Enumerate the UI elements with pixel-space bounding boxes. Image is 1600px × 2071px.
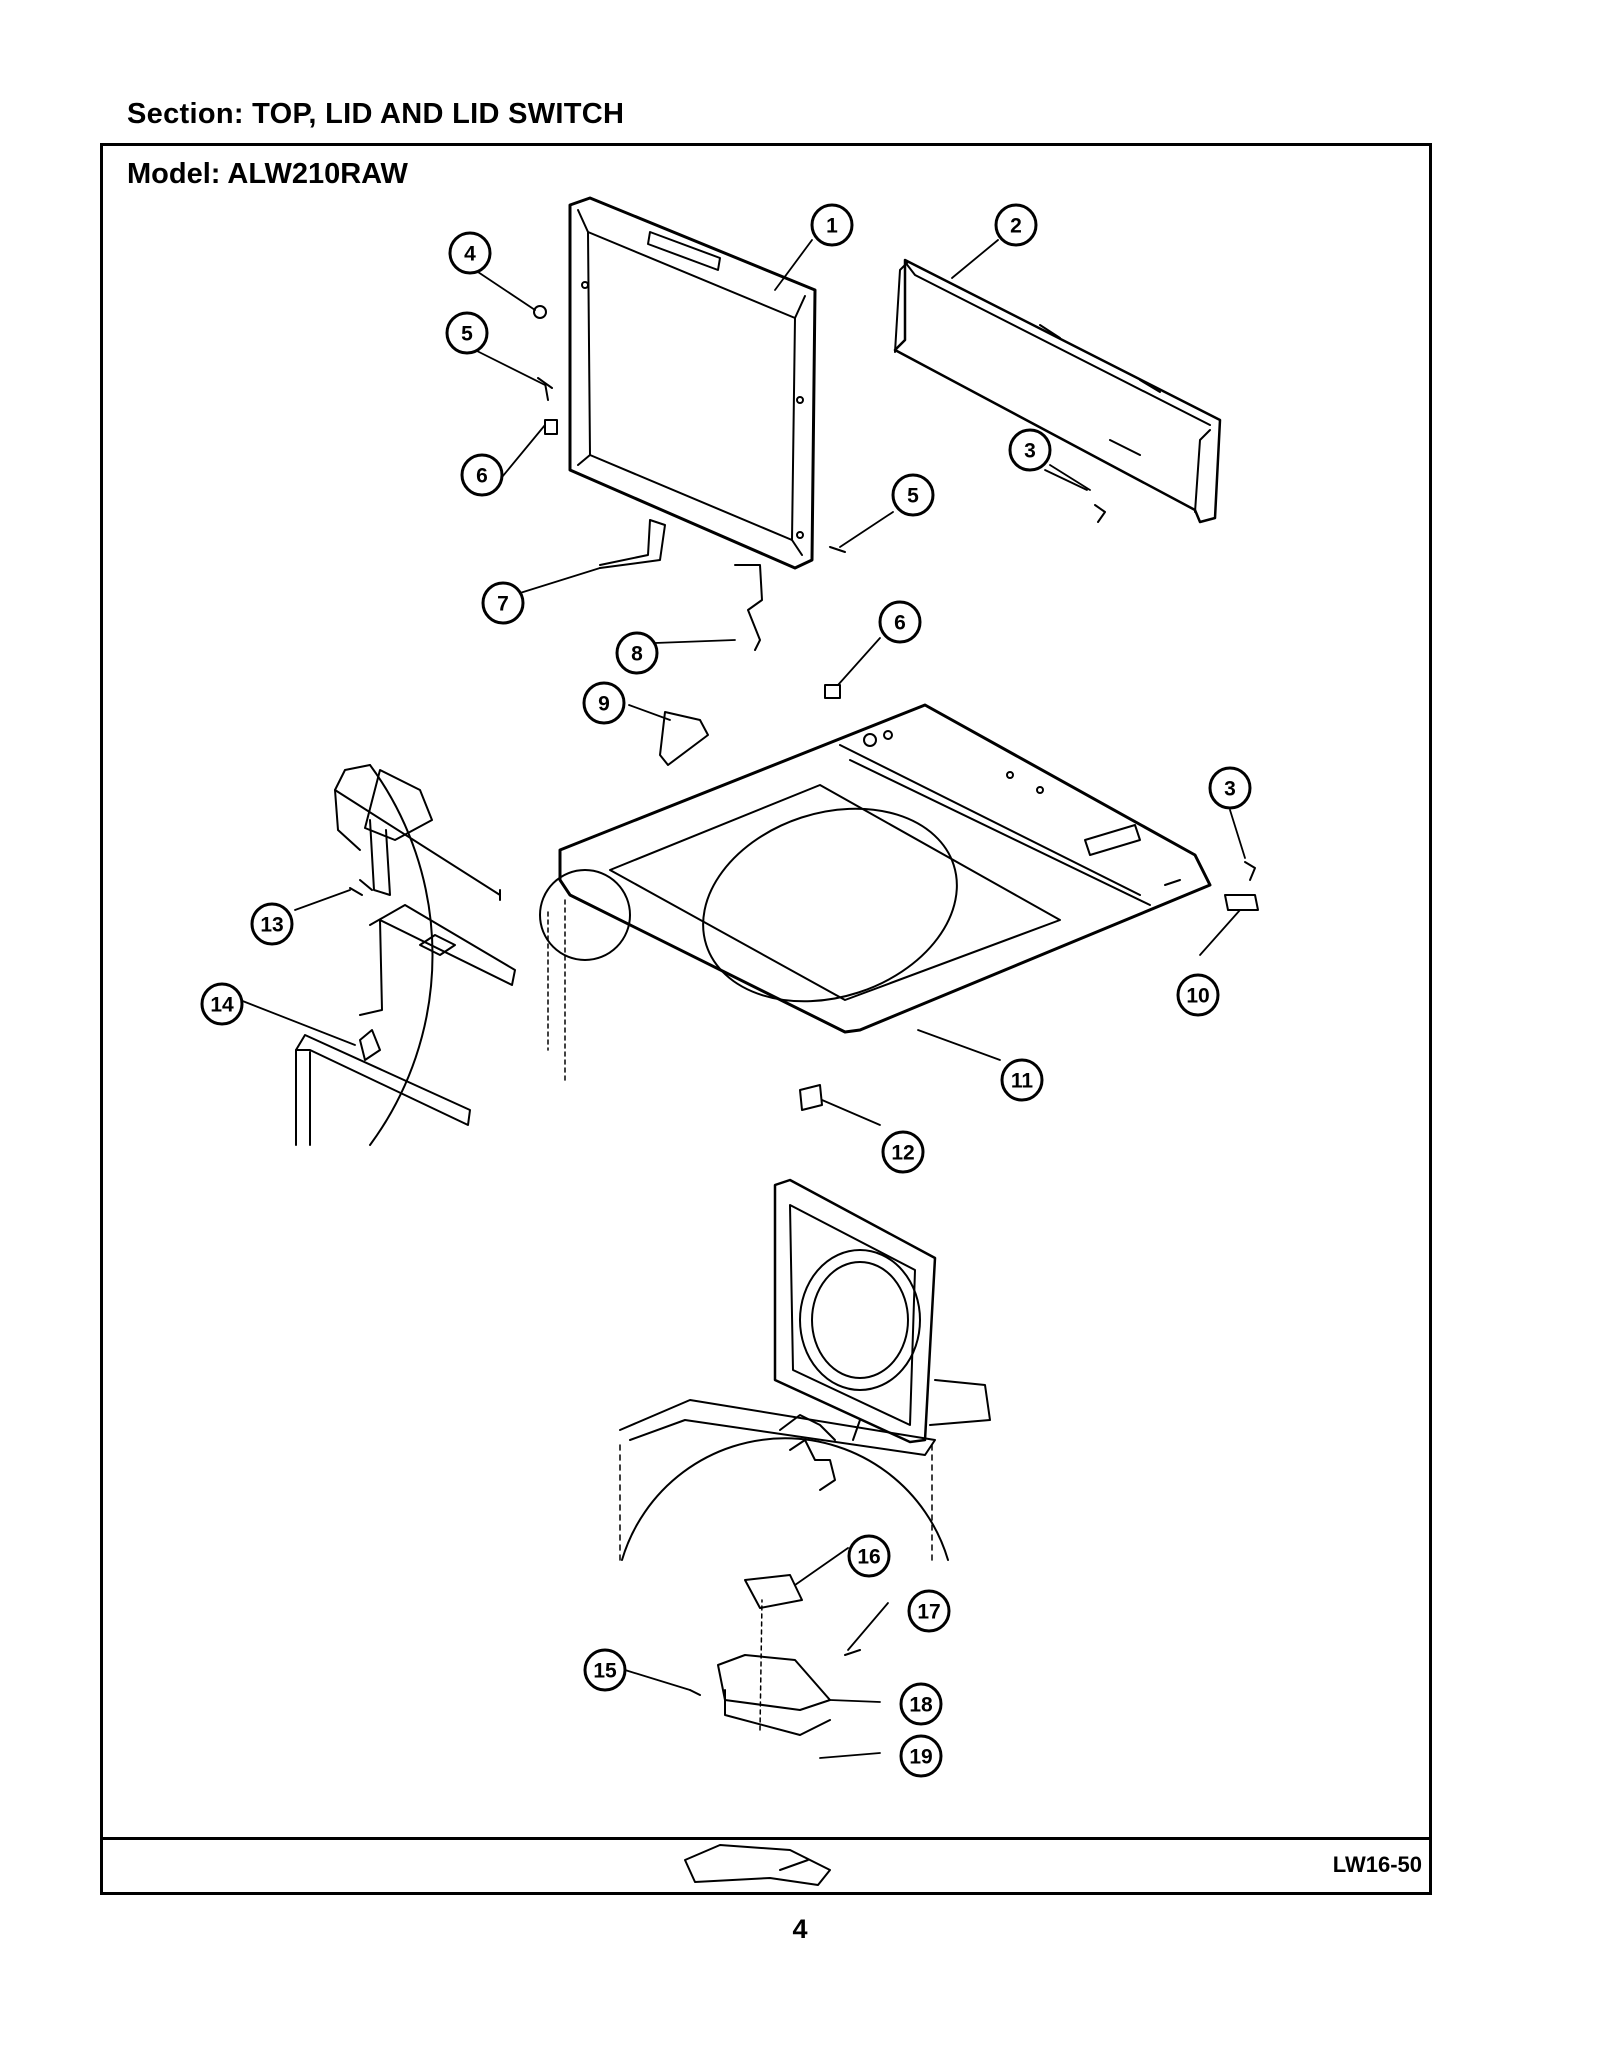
callout-3b: 3 xyxy=(1208,766,1252,810)
callout-5b: 5 xyxy=(891,473,935,517)
callout-4: 4 xyxy=(448,231,492,275)
svg-text:19: 19 xyxy=(909,1746,932,1769)
callout-1: 1 xyxy=(810,203,854,247)
lid-frame-part xyxy=(568,196,817,570)
leader-lines xyxy=(239,239,1246,1759)
callout-7: 7 xyxy=(481,581,525,625)
svg-text:7: 7 xyxy=(497,593,509,616)
diagram-frame xyxy=(100,143,1432,1895)
svg-text:3: 3 xyxy=(1024,440,1036,463)
callout-3a: 3 xyxy=(1008,428,1052,472)
svg-text:12: 12 xyxy=(891,1142,914,1165)
switch-and-bracket-parts xyxy=(684,1574,861,1886)
callout-5a: 5 xyxy=(445,311,489,355)
lid-switch-assembly xyxy=(619,1178,991,1561)
svg-text:17: 17 xyxy=(917,1601,940,1624)
hardware-parts xyxy=(349,305,1259,1111)
callout-6b: 6 xyxy=(878,600,922,644)
callout-6a: 6 xyxy=(460,453,504,497)
callout-9: 9 xyxy=(582,681,626,725)
svg-text:2: 2 xyxy=(1010,215,1022,238)
callout-17: 17 xyxy=(907,1589,951,1633)
document-code: LW16-50 xyxy=(1332,1852,1422,1877)
svg-text:14: 14 xyxy=(210,994,234,1017)
svg-text:6: 6 xyxy=(476,465,488,488)
callout-8: 8 xyxy=(615,631,659,675)
callout-13: 13 xyxy=(250,902,294,946)
svg-text:11: 11 xyxy=(1011,1070,1034,1093)
svg-text:5: 5 xyxy=(907,485,919,508)
top-panel-part xyxy=(558,703,1212,1034)
svg-text:4: 4 xyxy=(464,243,476,266)
rear-panel-part xyxy=(893,258,1222,524)
callout-12: 12 xyxy=(881,1130,925,1174)
svg-text:10: 10 xyxy=(1186,985,1209,1008)
svg-text:8: 8 xyxy=(631,643,643,666)
svg-text:6: 6 xyxy=(894,612,906,635)
svg-text:13: 13 xyxy=(260,914,283,937)
svg-text:18: 18 xyxy=(909,1694,933,1717)
svg-text:9: 9 xyxy=(598,693,610,716)
svg-text:5: 5 xyxy=(461,323,473,346)
callout-11: 11 xyxy=(1000,1058,1044,1102)
callout-10: 10 xyxy=(1176,973,1220,1017)
svg-text:1: 1 xyxy=(826,215,838,238)
footer-divider xyxy=(100,1837,1432,1840)
callout-14: 14 xyxy=(200,982,244,1026)
svg-text:15: 15 xyxy=(593,1660,617,1683)
section-title: Section: TOP, LID AND LID SWITCH xyxy=(127,98,625,130)
callout-18: 18 xyxy=(899,1682,943,1726)
callout-markers: 1 2 3 3 4 5 5 6 6 7 8 9 10 11 12 13 14 1… xyxy=(200,203,1252,1778)
svg-text:16: 16 xyxy=(857,1546,880,1569)
callout-19: 19 xyxy=(899,1734,943,1778)
callout-15: 15 xyxy=(583,1648,627,1692)
hinge-detail-inset xyxy=(295,764,631,1146)
callout-2: 2 xyxy=(994,203,1038,247)
callout-16: 16 xyxy=(847,1534,891,1578)
page-number: 4 xyxy=(792,1914,808,1944)
model-title: Model: ALW210RAW xyxy=(127,158,408,190)
svg-text:3: 3 xyxy=(1224,778,1236,801)
